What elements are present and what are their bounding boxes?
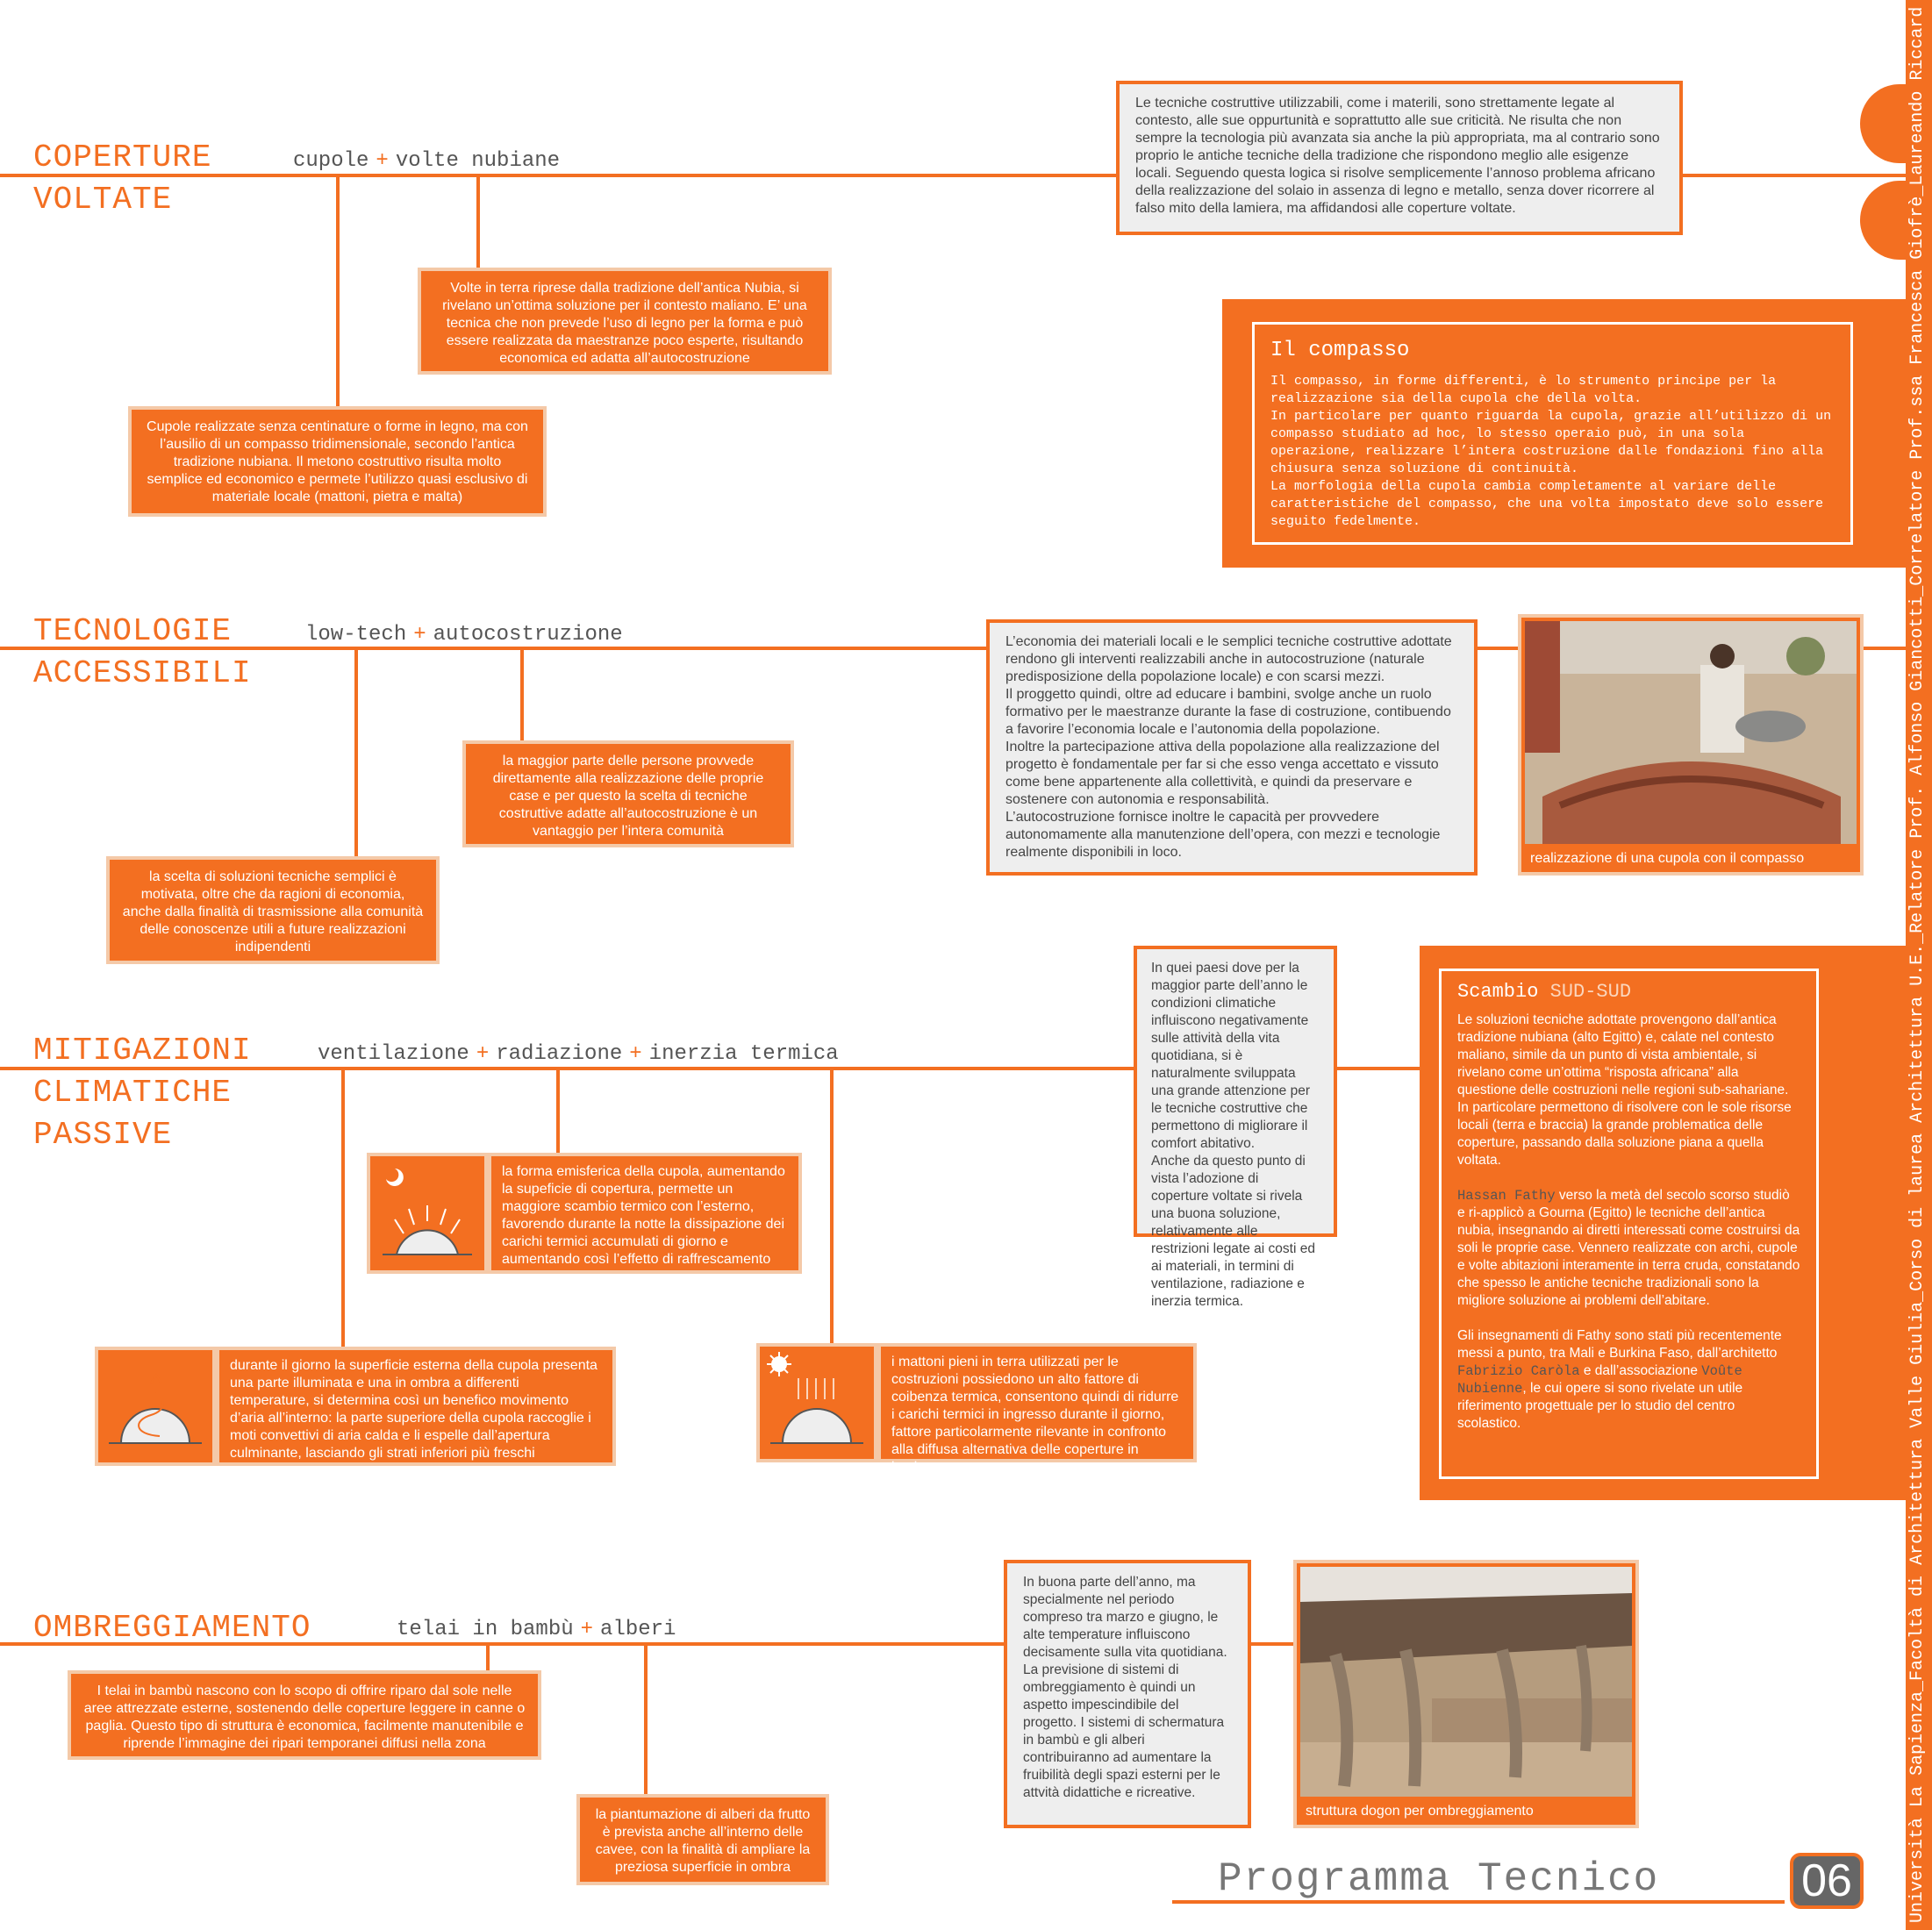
ombreggiamento-text-box: In buona parte dell’anno, ma specialment… <box>1004 1560 1251 1828</box>
photo-cupola-image <box>1525 621 1857 844</box>
keyword: cupole <box>293 149 369 173</box>
dome-day-icon-box <box>95 1347 216 1466</box>
connector-line <box>830 1067 834 1344</box>
keyword: radiazione <box>496 1042 623 1066</box>
section-line <box>0 647 988 650</box>
connector-line <box>341 1067 345 1347</box>
box-soluzioni-semplici: la scelta di soluzioni tecniche semplici… <box>106 856 440 964</box>
section-line <box>0 1067 1134 1070</box>
keyword: low-tech <box>305 623 407 647</box>
photo-struttura-dogon: struttura dogon per ombreggiamento <box>1293 1560 1639 1828</box>
section-line <box>1862 647 1906 650</box>
keyword: alberi <box>600 1618 676 1641</box>
compasso-title: Il compasso <box>1270 339 1410 362</box>
scambio-title-b: SUD-SUD <box>1549 981 1632 1003</box>
box-volte-nubiane: Volte in terra riprese dalla tradizione … <box>418 268 832 375</box>
dome-day-icon <box>109 1373 202 1444</box>
name-hassan-fathy: Hassan Fathy <box>1457 1188 1556 1204</box>
section-title-mitigazioni: MITIGAZIONI CLIMATICHE PASSIVE <box>33 1033 252 1153</box>
keyword: volte nubiane <box>395 149 561 173</box>
mitigazioni-text-box: In quei paesi dove per la maggior parte … <box>1134 946 1337 1309</box>
scambio-p2-text: verso la metà del secolo scorso studiò e… <box>1457 1188 1800 1308</box>
connector-line <box>354 647 358 857</box>
box-giorno: durante il giorno la superficie esterna … <box>216 1347 616 1466</box>
compasso-text: Il compasso, in forme differenti, è lo s… <box>1270 374 1832 529</box>
scambio-panel: Scambio SUD-SUD Le soluzioni tecniche ad… <box>1420 946 1907 1500</box>
scambio-p3-text: , le cui opere si sono rivelate un utile… <box>1457 1381 1743 1431</box>
keyword: telai in bambù <box>397 1618 574 1641</box>
connector-line <box>644 1642 648 1797</box>
subtitle-ombreggiamento: telai in bambù + alberi <box>397 1618 676 1641</box>
scambio-title-a: Scambio <box>1457 981 1550 1003</box>
keyword: autocostruzione <box>433 623 623 647</box>
subtitle-mitigazioni: ventilazione+radiazione+inerzia termica <box>318 1042 839 1066</box>
compasso-frame: Il compasso Il compasso, in forme differ… <box>1252 322 1853 545</box>
name-fabrizio-carola: Fabrizio Caròla <box>1457 1363 1580 1379</box>
name-voute-nubienne: Voûte Nubienne <box>1457 1363 1742 1397</box>
section-title-tecnologie: TECNOLOGIE ACCESSIBILI <box>33 613 252 691</box>
box-alberi: la piantumazione di alberi da frutto è p… <box>576 1794 829 1885</box>
scambio-p3-text: Gli insegnamenti di Fathy sono stati più… <box>1457 1328 1782 1361</box>
subtitle-coperture: cupole +volte nubiane <box>293 149 560 173</box>
scambio-frame: Scambio SUD-SUD Le soluzioni tecniche ad… <box>1439 969 1819 1479</box>
section-line <box>1681 174 1906 177</box>
box-cupole: Cupole realizzate senza centinature o fo… <box>128 406 547 517</box>
connector-line <box>556 1067 560 1154</box>
section-line <box>0 174 1116 177</box>
mitigazioni-text: In quei paesi dove per la maggior parte … <box>1151 961 1315 1309</box>
box-mattoni: i mattoni pieni in terra utilizzati per … <box>877 1343 1197 1475</box>
plus-icon: + <box>476 1042 490 1066</box>
dome-sun-icon <box>767 1352 863 1444</box>
keyword: ventilazione <box>318 1042 469 1066</box>
scambio-p3-text: e dall’associazione <box>1579 1363 1702 1378</box>
compasso-panel: Il compasso Il compasso, in forme differ… <box>1222 299 1907 568</box>
plus-icon: + <box>376 149 389 173</box>
scambio-paragraph-2: Hassan Fathy verso la metà del secolo sc… <box>1457 1187 1800 1310</box>
section-title-coperture: COPERTURE VOLTATE <box>33 139 212 218</box>
photo-caption: struttura dogon per ombreggiamento <box>1306 1804 1534 1819</box>
section-title-ombreggiamento: OMBREGGIAMENTO <box>33 1610 311 1646</box>
dome-sun-icon-box <box>756 1343 877 1462</box>
footer-line <box>1172 1900 1785 1904</box>
intro-text: Le tecniche costruttive utilizzabili, co… <box>1135 96 1660 216</box>
intro-text-box: Le tecniche costruttive utilizzabili, co… <box>1116 81 1683 235</box>
subtitle-tecnologie: low-tech+ autocostruzione <box>305 623 623 647</box>
sidebar-vertical-text: Università La Sapienza_Facoltà di Archit… <box>1907 7 1928 1923</box>
box-notte: la forma emisferica della cupola, aument… <box>488 1153 802 1274</box>
plus-icon: + <box>413 623 426 647</box>
section-line <box>1249 1642 1295 1646</box>
footer-title: Programma Tecnico <box>1218 1856 1660 1902</box>
dome-night-icon-box <box>367 1153 488 1274</box>
dome-night-icon <box>383 1169 472 1255</box>
tecnologie-text: L’economia dei materiali locali e le sem… <box>1005 634 1452 860</box>
sidebar <box>1906 0 1932 1930</box>
section-line <box>1335 1067 1421 1070</box>
keyword: inerzia termica <box>648 1042 839 1066</box>
photo-caption: realizzazione di una cupola con il compa… <box>1530 851 1805 866</box>
photo-cupola-compasso: realizzazione di una cupola con il compa… <box>1518 614 1864 876</box>
plus-icon: + <box>629 1042 642 1066</box>
tecnologie-text-box: L’economia dei materiali locali e le sem… <box>986 619 1478 876</box>
connector-line <box>520 647 524 741</box>
connector-line <box>336 174 340 407</box>
scambio-title: Scambio SUD-SUD <box>1457 981 1800 1003</box>
photo-dogon-image <box>1300 1567 1632 1797</box>
box-autocostruzione: la maggior parte delle persone provvede … <box>462 740 794 847</box>
scambio-paragraph-3: Gli insegnamenti di Fathy sono stati più… <box>1457 1327 1800 1433</box>
scambio-paragraph-1: Le soluzioni tecniche adottate provengon… <box>1457 1012 1792 1168</box>
section-line <box>0 1642 1005 1646</box>
ombreggiamento-text: In buona parte dell’anno, ma specialment… <box>1023 1575 1227 1800</box>
connector-line <box>476 174 480 268</box>
box-telai-bambu: I telai in bambù nascono con lo scopo di… <box>68 1670 541 1760</box>
page-number-badge: 06 <box>1790 1853 1864 1909</box>
section-line <box>1476 647 1520 650</box>
plus-icon: + <box>580 1618 594 1641</box>
